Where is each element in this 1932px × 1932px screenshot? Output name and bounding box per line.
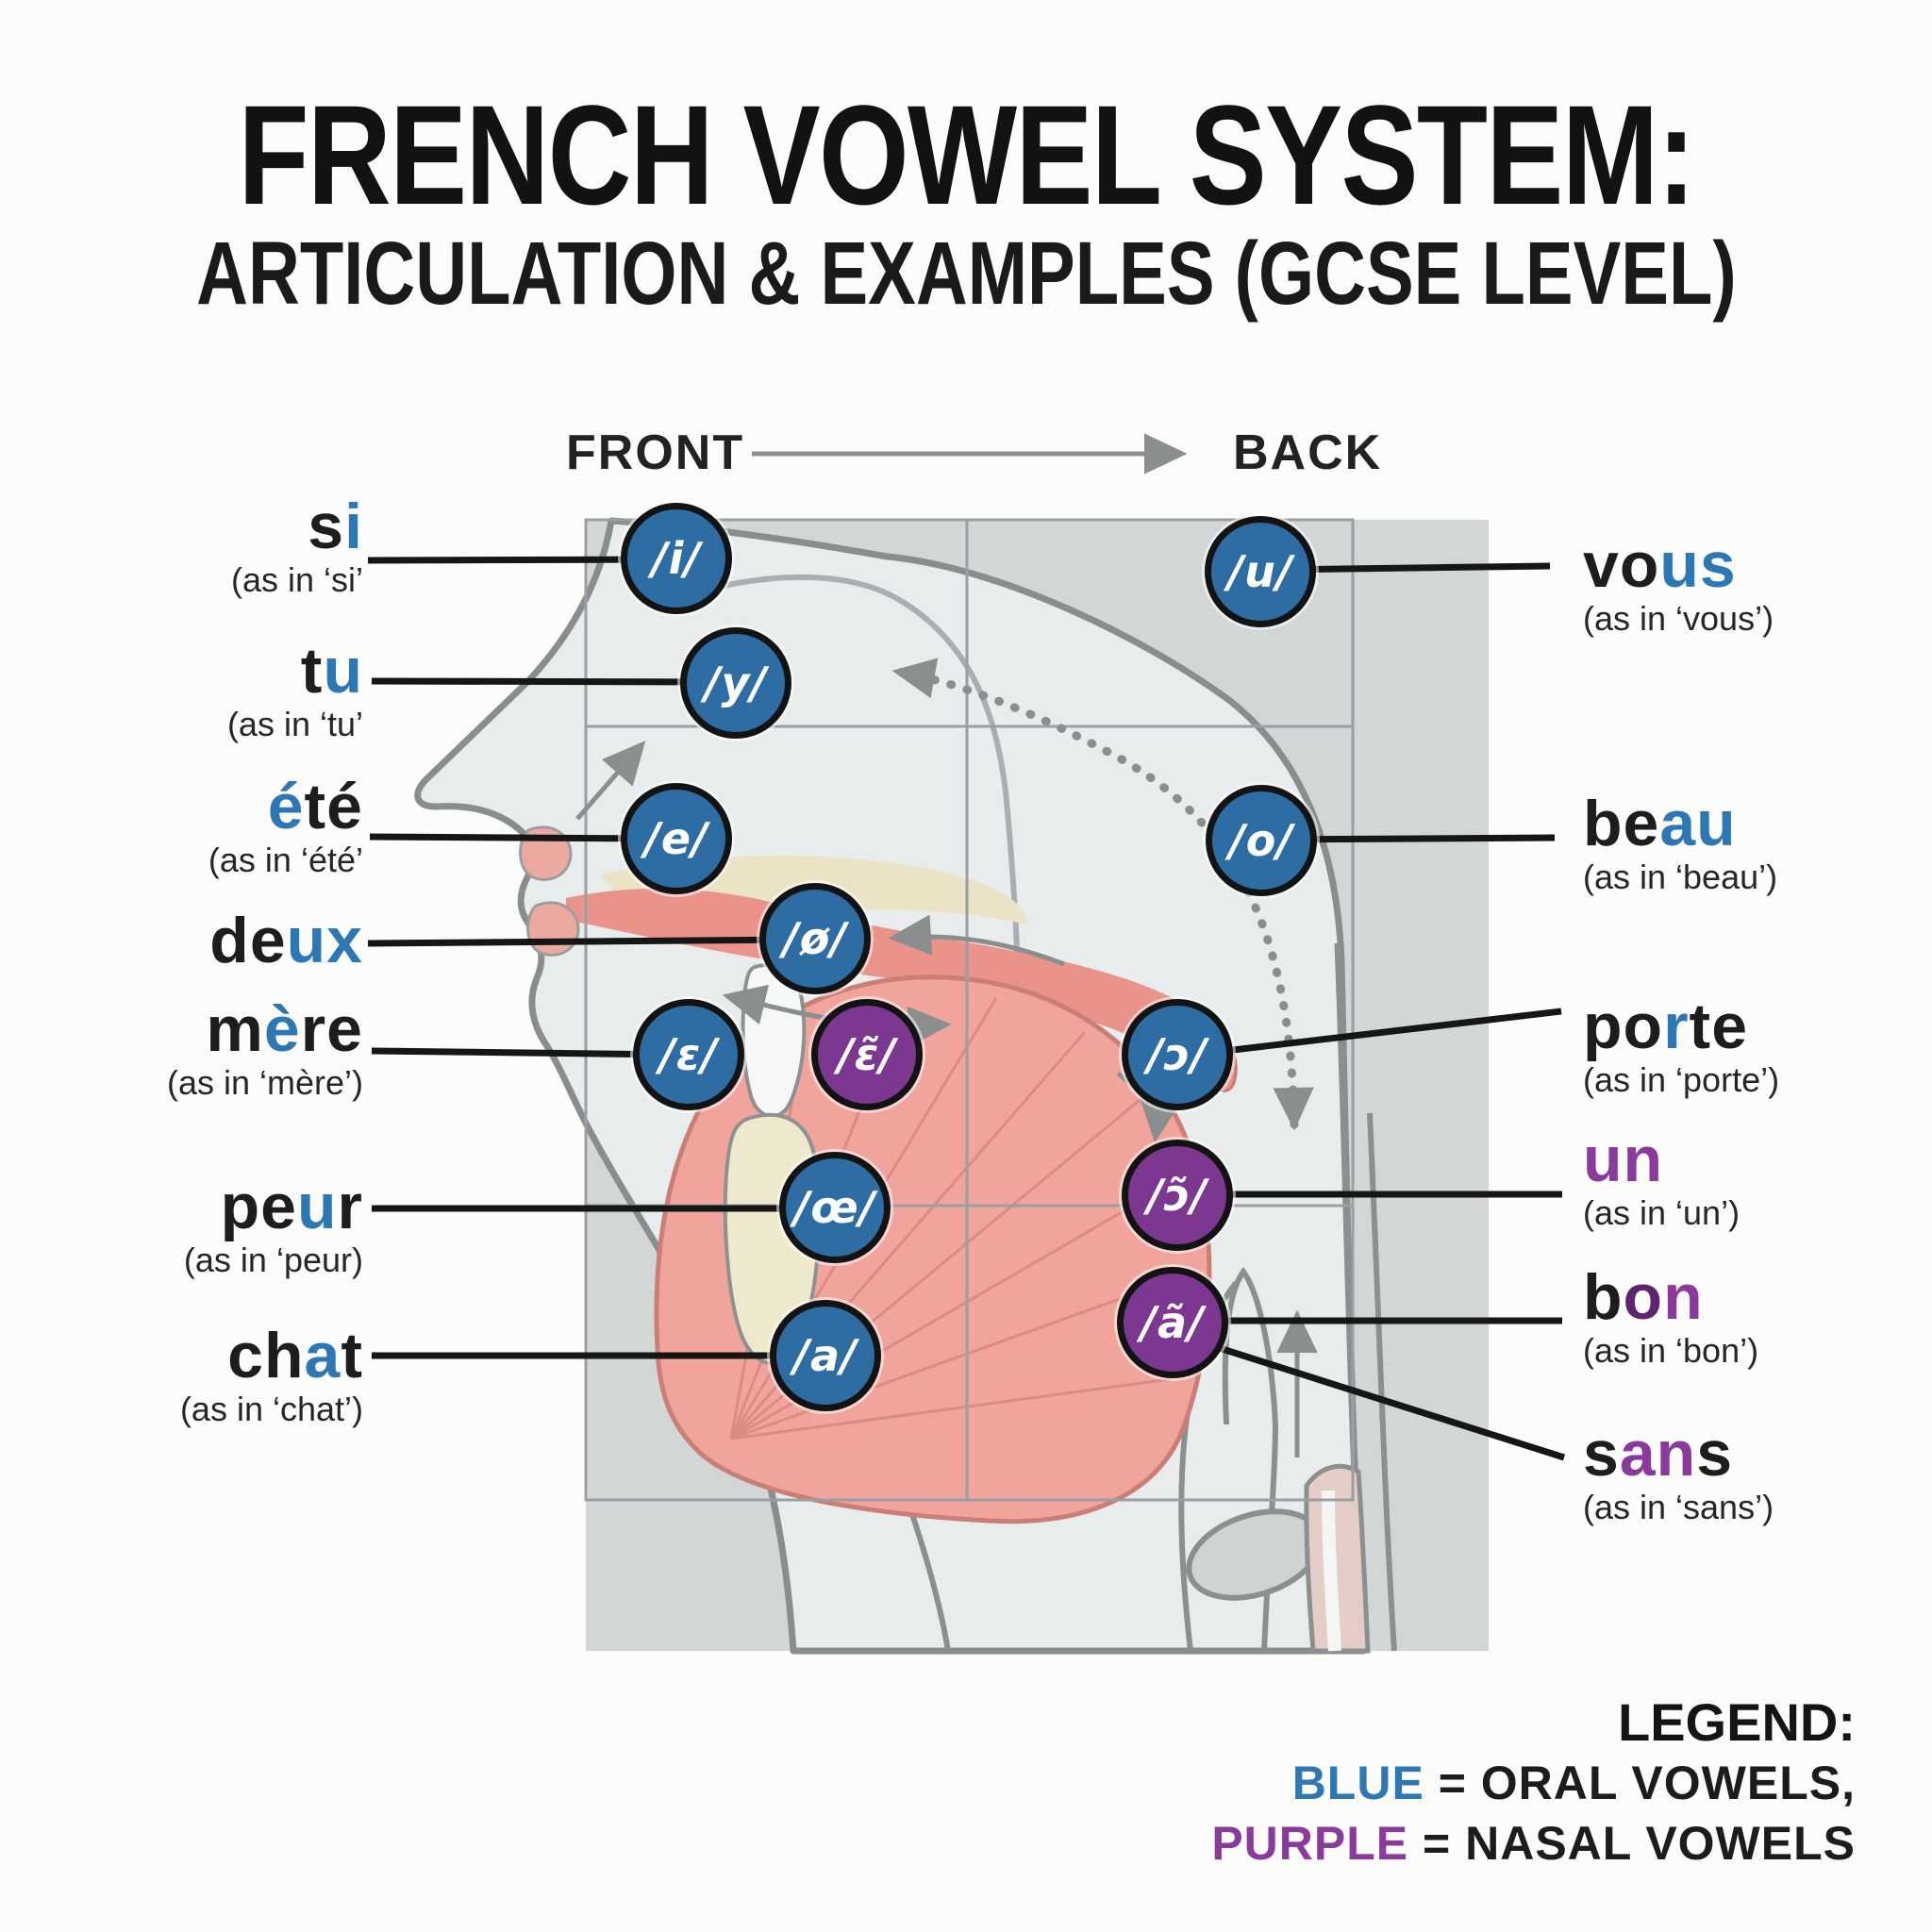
legend-blue-term: BLUE [1291, 1757, 1424, 1809]
label-mere-word: mère [206, 993, 363, 1065]
label-peur-sub: (as in ‘peur) [183, 1241, 363, 1279]
ipa-o-slash: /ø/ [782, 913, 848, 964]
label-vous-word: vous [1583, 529, 1737, 601]
label-beau: beau(as in ‘beau’) [1583, 788, 1778, 896]
label-tu-sub: (as in ‘tu’ [226, 705, 363, 743]
label-si: si(as in ‘si’ [230, 491, 363, 599]
label-sans-word: sans [1583, 1418, 1734, 1490]
vowel-circle-e: /e/ [621, 783, 732, 894]
label-deux: deux [209, 905, 363, 976]
ipa-e: /e/ [644, 813, 708, 864]
page-subtitle-wrap: ARTICULATION & EXAMPLES (GCSE LEVEL) [0, 223, 1932, 325]
page-title-wrap: FRENCH VOWEL SYSTEM: [0, 74, 1932, 237]
vowel-circle-u: /u/ [1205, 516, 1316, 627]
ipa-y: /y/ [704, 658, 768, 708]
vowel-circle-open-o: /ɔ/ [1122, 999, 1233, 1110]
ipa-open-o: /ɔ/ [1147, 1029, 1208, 1080]
label-mere-sub: (as in ‘mère’) [166, 1063, 363, 1102]
vowel-circle-a: /a/ [770, 1300, 881, 1411]
label-deux-word: deux [209, 905, 363, 976]
legend-oral-line: BLUE = ORAL VOWELS, [1211, 1753, 1856, 1813]
vowel-circle-y: /y/ [680, 627, 791, 739]
label-ete-word: été [267, 771, 363, 842]
ipa-oe: /œ/ [793, 1182, 876, 1233]
label-si-sub: (as in ‘si’ [230, 560, 363, 599]
label-un-sub: (as in ‘un’) [1583, 1193, 1740, 1232]
ipa-nasal-a: /ã/ [1141, 1297, 1205, 1348]
legend-purple-term: PURPLE [1211, 1817, 1409, 1870]
connector-lines [367, 556, 1566, 1461]
label-porte: porte(as in ‘porte’) [1583, 991, 1780, 1099]
label-si-word: si [308, 491, 363, 562]
vowel-circle-i: /i/ [621, 503, 732, 614]
label-sans-sub: (as in ‘sans’) [1583, 1488, 1774, 1526]
vowel-circle-nasal-o: /ɔ̃/ [1122, 1140, 1233, 1251]
ipa-nasal-e: /ɛ̃/ [837, 1029, 897, 1080]
label-beau-word: beau [1583, 788, 1737, 859]
label-chat-sub: (as in ‘chat’) [179, 1390, 363, 1428]
lower-lip [526, 901, 580, 957]
label-vous-sub: (as in ‘vous’) [1583, 599, 1774, 638]
label-vous: vous(as in ‘vous’) [1583, 529, 1774, 638]
vowel-circle-o-slash: /ø/ [759, 883, 871, 994]
ipa-nasal-o: /ɔ̃/ [1147, 1170, 1208, 1221]
ipa-i: /i/ [651, 533, 702, 584]
label-un: un(as in ‘un’) [1583, 1124, 1740, 1232]
label-tu-word: tu [300, 635, 363, 707]
label-chat: chat(as in ‘chat’) [180, 1324, 363, 1428]
legend-purple-desc: = NASAL VOWELS [1408, 1817, 1856, 1870]
legend-heading: LEGEND: [1618, 1692, 1856, 1752]
vowel-circle-oe: /œ/ [779, 1152, 891, 1263]
label-ete: été(as in ‘été’ [208, 771, 363, 879]
ipa-o: /o/ [1228, 815, 1294, 866]
ipa-epsilon: /ɛ/ [658, 1029, 719, 1080]
vowel-circle-nasal-a: /ã/ [1117, 1267, 1228, 1378]
label-mere: mère(as in ‘mère’) [166, 993, 363, 1102]
label-tu: tu(as in ‘tu’ [226, 635, 363, 743]
label-chat-word: chat [227, 1320, 363, 1391]
label-sans: sans(as in ‘sans’) [1583, 1418, 1774, 1526]
label-peur: peur(as in ‘peur) [183, 1171, 363, 1279]
ipa-a: /a/ [793, 1330, 858, 1381]
label-porte-sub: (as in ‘porte’) [1583, 1060, 1780, 1099]
ipa-u: /u/ [1227, 546, 1293, 597]
label-ete-sub: (as in ‘été’ [208, 841, 363, 879]
label-porte-word: porte [1583, 991, 1749, 1062]
label-bon: bon(as in ‘bon’) [1583, 1261, 1759, 1370]
legend-blue-desc: = ORAL VOWELS, [1424, 1757, 1856, 1809]
page-subtitle: ARTICULATION & EXAMPLES (GCSE LEVEL) [195, 224, 1737, 324]
legend: LEGEND: BLUE = ORAL VOWELS, PURPLE = NAS… [1211, 1692, 1856, 1874]
label-peur-word: peur [220, 1171, 363, 1242]
label-bon-word: bon [1583, 1261, 1704, 1333]
page-title: FRENCH VOWEL SYSTEM: [238, 75, 1695, 234]
vowel-circle-o: /o/ [1206, 785, 1317, 896]
label-beau-sub: (as in ‘beau’) [1583, 858, 1778, 896]
label-bon-sub: (as in ‘bon’) [1583, 1331, 1759, 1370]
label-un-word: un [1583, 1124, 1664, 1195]
axis-label-back: BACK [1233, 425, 1383, 480]
vowel-circle-nasal-e: /ɛ̃/ [811, 999, 923, 1110]
legend-nasal-line: PURPLE = NASAL VOWELS [1211, 1813, 1856, 1874]
vowel-circle-epsilon: /ɛ/ [633, 999, 744, 1110]
axis-label-front: FRONT [566, 425, 745, 480]
